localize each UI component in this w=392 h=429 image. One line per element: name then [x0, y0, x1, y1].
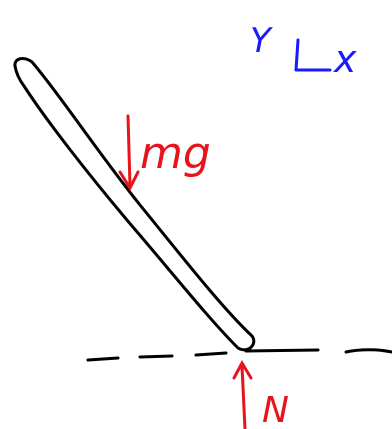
normal-force-label: N [262, 390, 289, 429]
dashed-ground-line [86, 348, 392, 362]
normal-force-arrow [232, 359, 253, 429]
x-axis-label: x [333, 37, 357, 81]
axes-corner-icon [294, 38, 332, 72]
y-axis-label: Y [250, 21, 273, 61]
weight-arrow [118, 114, 140, 192]
weight-label: mg [140, 128, 211, 179]
rod-outline [13, 57, 256, 352]
